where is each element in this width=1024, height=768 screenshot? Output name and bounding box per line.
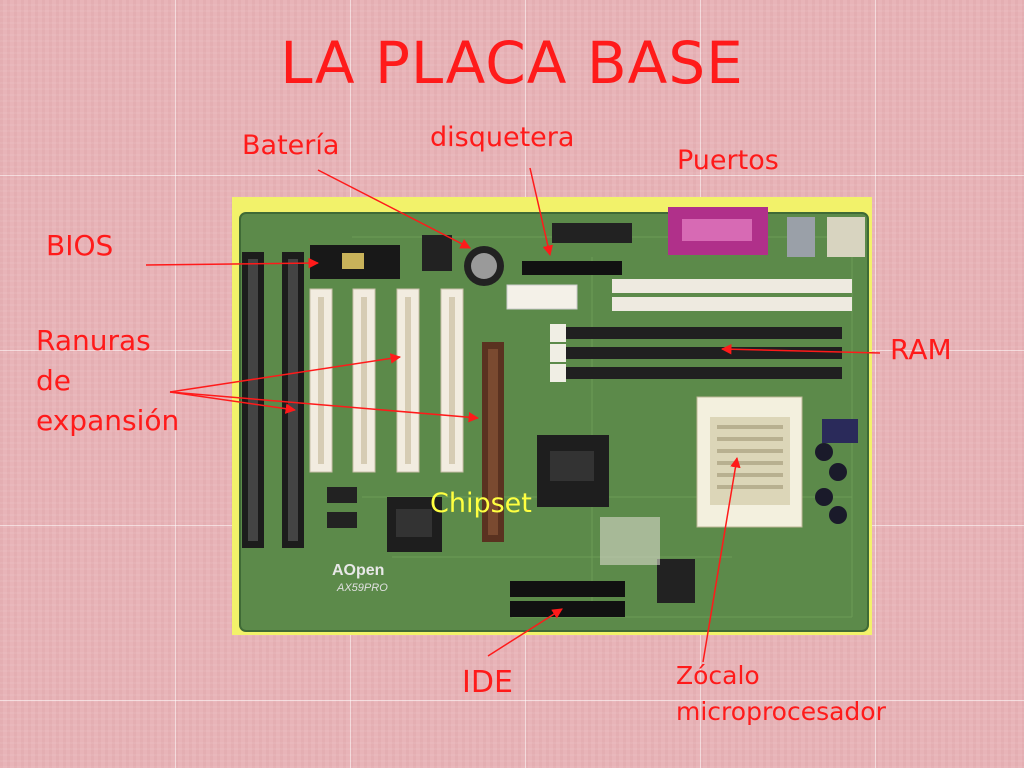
label-puertos: Puertos: [677, 145, 779, 176]
board-brand: AOpen: [332, 562, 384, 579]
board-model: AX59PRO: [336, 582, 388, 594]
label-ranuras-1: Ranuras: [36, 324, 151, 357]
grid-line-v1: [175, 0, 176, 768]
page-title: LA PLACA BASE: [280, 29, 744, 97]
label-ram: RAM: [890, 333, 952, 366]
label-bios: BIOS: [46, 229, 114, 262]
label-chipset: Chipset: [430, 488, 532, 519]
label-ranuras-3: expansión: [36, 404, 180, 437]
grid-line-h4: [0, 700, 1024, 701]
label-bateria: Batería: [242, 130, 340, 161]
label-zocalo-1: Zócalo: [676, 661, 760, 690]
label-zocalo-2: microprocesador: [676, 697, 886, 726]
label-ranuras-2: de: [36, 364, 71, 397]
grid-line-h1: [0, 175, 1024, 176]
motherboard-image: AOpen AX59PRO: [232, 197, 872, 635]
label-disquetera: disquetera: [430, 122, 575, 153]
label-ide: IDE: [462, 665, 513, 700]
grid-line-v5: [875, 0, 876, 768]
